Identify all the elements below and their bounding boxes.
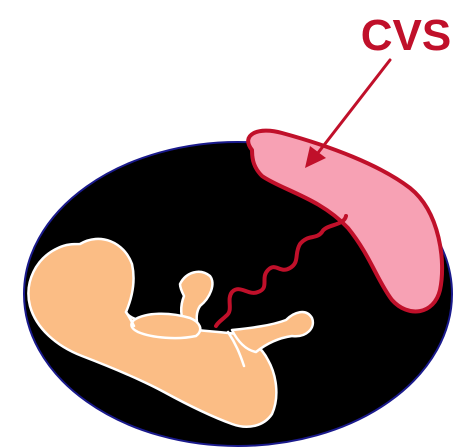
arrow-line	[314, 60, 390, 158]
fetus-limb	[131, 314, 200, 338]
cvs-label: CVS	[361, 11, 451, 60]
